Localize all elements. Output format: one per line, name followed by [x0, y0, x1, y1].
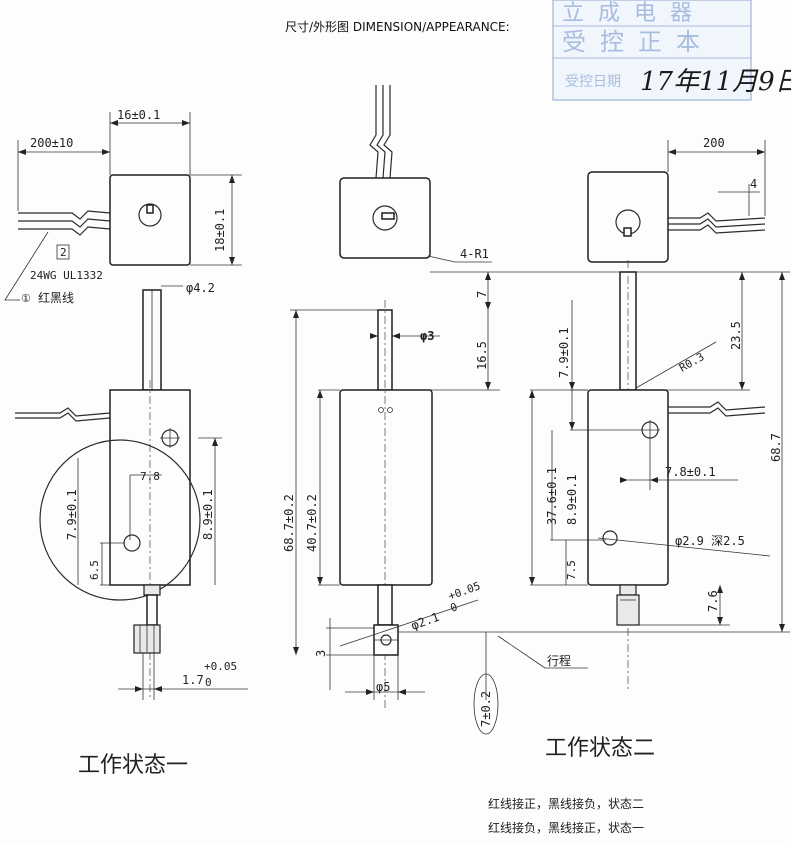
v2-dim-7: 7 — [475, 291, 489, 298]
wiring-note-1: 红线接正，黑线接负，状态二 — [488, 796, 644, 811]
v2-stroke-value: 7±0.2 — [479, 691, 493, 727]
v3-dim-200: 200 — [703, 136, 725, 150]
wiring-note-2: 红线接负，黑线接正，状态一 — [488, 820, 644, 835]
v3-dim-7-5: 7.5 — [565, 560, 578, 580]
v3-dim-7-6: 7.6 — [706, 590, 720, 612]
v1-wire-marker: ① — [21, 292, 31, 305]
v1-dim-7-8: 7.8 — [140, 470, 160, 483]
v3-dim-4: 4 — [750, 177, 757, 191]
stamp-line-2: 受控正本 — [562, 28, 714, 56]
stamp-line-1: 立成电器 — [562, 1, 706, 26]
v1-dim-lead: 200±10 — [30, 136, 73, 150]
v2-dim-r1: 4-R1 — [460, 247, 489, 261]
v2-dim-phi2-1-sub: 0 — [449, 600, 460, 614]
v3-dim-r0-3: R0.3 — [677, 350, 706, 375]
v1-end-view-body — [109, 174, 191, 266]
v1-dim-height: 18±0.1 — [213, 209, 227, 252]
view-2-dimensions: 4-R1 7 φ3 16.5 68.7±0.2 4 — [282, 85, 790, 735]
drawing-title: 尺寸/外形图 DIMENSION/APPEARANCE: — [285, 20, 510, 34]
v2-dim-3: 3 — [314, 650, 328, 657]
view-3-state-two: 200 4 23.5 R0.3 7.9±0.1 — [529, 136, 785, 761]
v3-dim-68-7: 68.7 — [769, 433, 783, 462]
v2-stroke-value-circle — [473, 673, 499, 735]
v3-dim-7-8: 7.8±0.1 — [665, 465, 716, 479]
v1-dim-tip: 1.7 — [182, 673, 204, 687]
v2-dim-phi2-1: φ2.1 — [409, 610, 441, 633]
v3-end-view-body — [587, 171, 669, 263]
v2-dim-phi3: φ3 — [420, 329, 434, 343]
v1-dim-shaft: φ4.2 — [186, 281, 215, 295]
v2-dim-68-7: 68.7±0.2 — [282, 494, 296, 552]
v3-dim-phi2-9: φ2.9 深2.5 — [675, 534, 745, 548]
v1-dim-7-9: 7.9±0.1 — [65, 489, 79, 540]
v1-dim-tip-tol: +0.05 — [204, 660, 237, 673]
v2-dim-40-7: 40.7±0.2 — [305, 494, 319, 552]
v3-dim-8-9: 8.9±0.1 — [565, 474, 579, 525]
view-1-state-one: 16±0.1 200±10 18±0.1 2 24WG UL1332 ① 红黑线… — [4, 108, 248, 778]
v1-box-label: 2 — [60, 246, 67, 259]
v2-dim-phi5: φ5 — [376, 680, 390, 694]
stamp-date-label: 受控日期 — [565, 74, 621, 90]
v1-dim-width: 16±0.1 — [117, 108, 160, 122]
v3-caption: 工作状态二 — [545, 736, 655, 761]
v1-dim-6-5: 6.5 — [88, 560, 101, 580]
v3-dim-23-5: 23.5 — [729, 321, 743, 350]
stamp-handwritten-date: 17年11月9日 — [640, 67, 791, 97]
v2-dim-phi2-1-tol: +0.05 — [447, 579, 483, 603]
v2-body — [339, 389, 433, 586]
v1-end-view-bore — [138, 203, 162, 227]
v1-dim-tip-sub: 0 — [205, 676, 212, 689]
v3-body — [587, 389, 669, 586]
v1-detail-circle — [39, 439, 201, 601]
v1-wire-color: 红黑线 — [38, 290, 74, 305]
v2-dim-16-5: 16.5 — [475, 341, 489, 370]
v1-dim-8-9: 8.9±0.1 — [201, 489, 215, 540]
v1-wire-spec: 24WG UL1332 — [30, 269, 103, 282]
v2-stroke-label: 行程 — [547, 653, 571, 668]
control-stamp: 立成电器 受控正本 受控日期 17年11月9日 — [552, 0, 791, 101]
v3-plunger-tip — [616, 594, 640, 626]
v3-dim-7-9: 7.9±0.1 — [557, 327, 571, 378]
v1-caption: 工作状态一 — [78, 753, 188, 778]
